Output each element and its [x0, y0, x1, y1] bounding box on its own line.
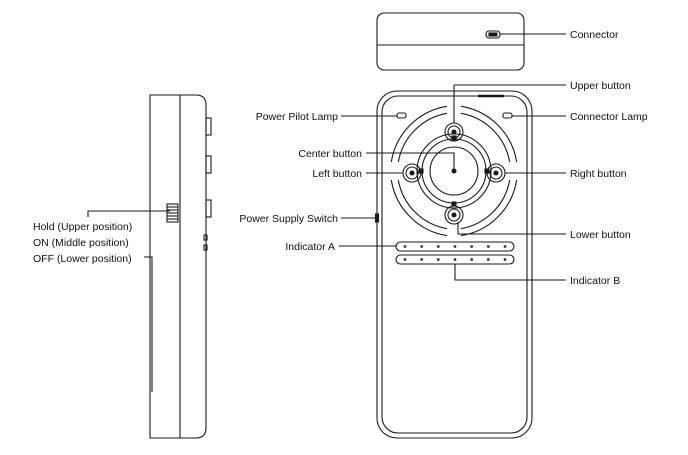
leader-off	[144, 256, 153, 392]
side-side-key-2	[205, 155, 212, 174]
side-view	[87, 94, 212, 439]
label-lower-button: Lower button	[570, 229, 631, 241]
label-switch-off: OFF (Lower position)	[33, 253, 132, 265]
label-right-button: Right button	[570, 168, 627, 180]
leader-lower-button	[457, 222, 566, 235]
indicator-b-dot	[503, 258, 507, 261]
label-center-button: Center button	[298, 148, 362, 160]
label-upper-button: Upper button	[570, 80, 631, 92]
indicator-b-dot	[470, 258, 474, 261]
label-switch-hold: Hold (Upper position)	[33, 221, 132, 233]
indicator-b-dot	[453, 258, 457, 261]
label-indicator-b: Indicator B	[570, 275, 620, 287]
indicator-a-dot	[420, 245, 424, 248]
top-view-body	[376, 12, 525, 71]
label-power-pilot-lamp: Power Pilot Lamp	[256, 111, 338, 123]
indicator-b-dot	[403, 258, 407, 261]
upper-button[interactable]	[444, 122, 464, 142]
label-switch-on: ON (Middle position)	[33, 237, 129, 249]
top-view	[376, 12, 566, 71]
indicator-a-dot	[470, 245, 474, 248]
labels: Connector Upper button Power Pilot Lamp …	[33, 29, 648, 287]
side-small-port-1	[203, 234, 208, 241]
indicator-a-dot	[403, 245, 407, 248]
indicator-b-dot	[420, 258, 424, 261]
leader-hold	[87, 210, 170, 217]
label-connector-lamp: Connector Lamp	[570, 111, 648, 123]
connector-lamp	[502, 112, 513, 119]
lower-button[interactable]	[444, 205, 464, 225]
label-power-supply-switch: Power Supply Switch	[239, 213, 338, 225]
side-side-key-3	[205, 199, 212, 218]
leader-center-button	[366, 152, 455, 171]
indicator-b-dot	[436, 258, 440, 261]
indicator-a-dot	[453, 245, 457, 248]
indicator-a-dot	[436, 245, 440, 248]
side-view-body	[149, 94, 207, 439]
indicator-a-dots	[403, 245, 507, 248]
right-button[interactable]	[486, 163, 506, 183]
front-view	[339, 84, 566, 439]
label-connector: Connector	[570, 29, 619, 41]
center-button[interactable]	[429, 146, 479, 196]
indicator-a-dot	[486, 245, 490, 248]
indicator-b-dots	[403, 258, 507, 261]
indicator-a-dot	[503, 245, 507, 248]
side-small-port-2	[203, 244, 208, 251]
side-side-key-1	[205, 117, 212, 136]
label-left-button: Left button	[312, 168, 362, 180]
left-button[interactable]	[402, 163, 422, 183]
label-indicator-a: Indicator A	[285, 241, 335, 253]
power-pilot-lamp	[396, 112, 407, 119]
indicator-b-dot	[486, 258, 490, 261]
leader-indicator-b	[454, 264, 566, 281]
